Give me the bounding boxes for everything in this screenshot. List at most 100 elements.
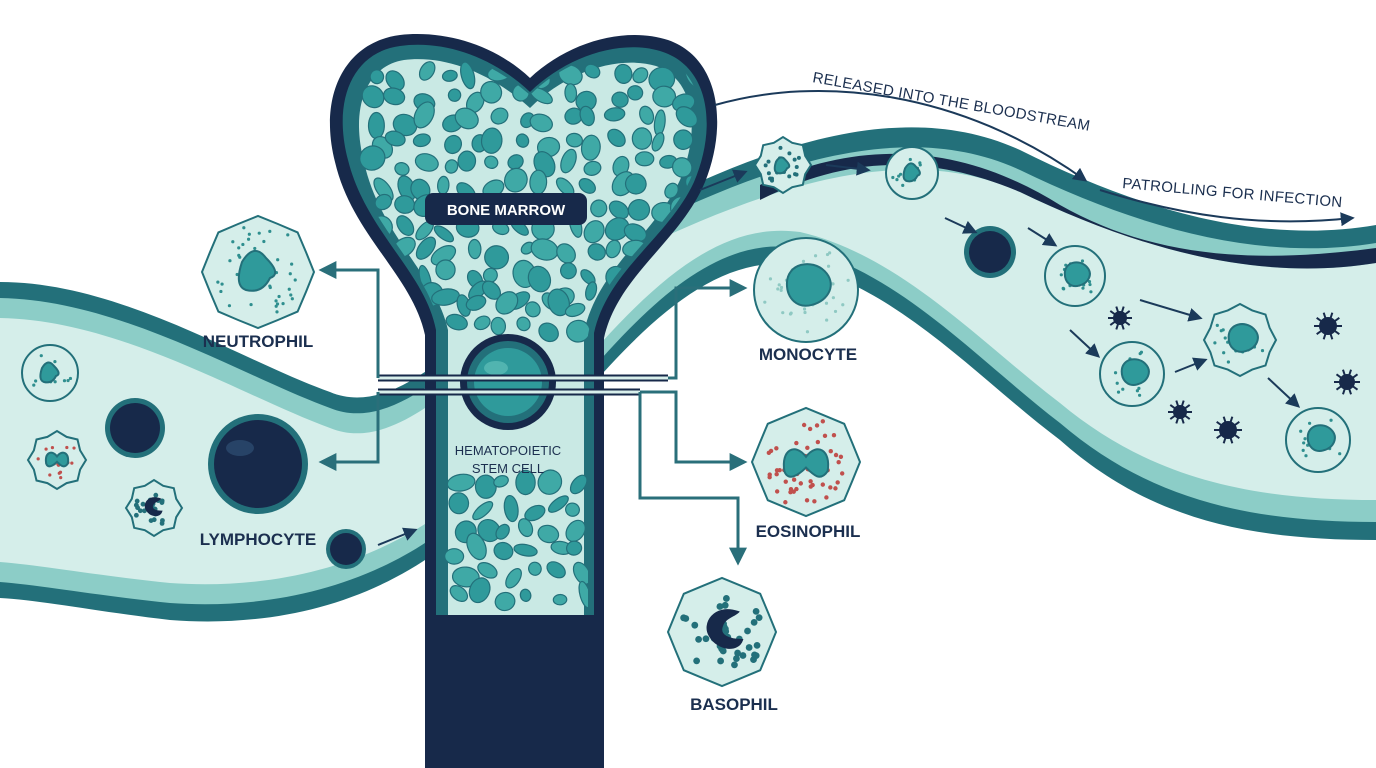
arrow-to-lymphocyte [318,392,380,471]
blood-vessel [0,127,1376,622]
trabecula [547,495,569,513]
trabecula [460,61,476,90]
trabecula [528,561,542,576]
trabecula [560,148,577,174]
trabecula [537,469,563,495]
trabecula [537,524,560,544]
stem-cell-label-line1: HEMATOPOIETIC [455,443,561,458]
trabecula [384,130,406,147]
trabecula [465,294,487,311]
trabecula [515,133,530,148]
trabecula [507,154,524,170]
trabecula [449,585,469,602]
trabecula [556,243,576,264]
trabecula [527,265,552,293]
trabecula [503,494,519,523]
trabecula [632,67,649,84]
trabecula [385,70,405,91]
trabecula [493,541,514,561]
flow-arrow-icon [1174,357,1208,373]
trabecula [457,150,477,172]
trabecula [484,155,499,169]
trabecula [603,107,626,122]
trabecula [454,107,479,130]
trabecula [565,132,583,148]
trabecula [444,159,459,174]
trabecula [607,128,626,148]
trabecula [585,281,598,301]
vessel-cell [326,529,366,569]
trabecula [524,504,546,522]
trabecula [664,182,679,199]
trabecula [374,193,393,211]
trabecula [490,107,509,125]
trabecula [382,87,406,106]
vessel-cell [885,146,939,200]
trabecula [516,316,531,332]
trabecula [369,69,385,85]
trabecula [614,63,633,84]
trabecula [608,200,630,220]
vessel-cell [26,429,88,491]
trabecula [394,162,410,176]
trabecula [418,61,436,81]
trabecula [445,313,468,331]
trabecula [519,588,532,602]
trabecula [515,469,536,496]
trabecula [547,288,570,317]
trabecula [412,133,431,148]
trabecula [671,157,693,178]
monocyte-cell [753,237,859,343]
trabecula [529,113,553,133]
trabecula [559,262,577,280]
trabecula [431,288,460,306]
flow-arrow-icon [699,169,748,191]
trabecula [480,127,503,154]
trabecula [675,106,698,128]
pathogen-icon [1334,369,1360,395]
trabecula [634,151,655,167]
basophil-cell [666,576,778,688]
trabecula [480,80,503,104]
trabecula [414,153,439,172]
vessel-cell [753,135,813,195]
trabecula [587,243,606,261]
bone-marrow-label: BONE MARROW [447,202,566,219]
trabecula [583,160,602,176]
trabecula [565,502,580,517]
trabecula [493,475,509,488]
trabecula [444,134,463,155]
trabecula [651,132,665,152]
trabecula [565,519,586,543]
trabecula [468,577,491,604]
arrow-to-eosinophil [640,390,748,471]
trabecula [604,217,630,241]
trabecula [477,562,498,579]
trabecula [444,548,465,565]
trabecula [367,111,385,140]
trabecula [631,127,653,150]
trabecula [611,91,629,108]
trabecula [584,63,601,79]
trabecula [552,593,568,606]
lymphocyte-label: LYMPHOCYTE [200,530,317,549]
trabecula [433,225,455,243]
patrolling-arrow [1099,189,1355,227]
trabecula [413,101,435,129]
trabecula [415,236,437,260]
cells-layer [21,135,1360,688]
arrow-to-neutrophil [318,261,380,378]
trabecula [565,540,583,556]
flow-arrow-icon [1267,377,1301,408]
trabecula [580,134,601,161]
stem-cell [460,334,556,430]
flow-arrow-icon [1027,227,1058,247]
vessel-cell [124,478,184,538]
eosinophil-cell [750,406,862,518]
trabecula [605,239,622,259]
neutrophil-cell [200,214,316,330]
trabecula [564,83,578,103]
vessel-cell [964,226,1016,278]
basophil-label: BASOPHIL [690,695,778,714]
